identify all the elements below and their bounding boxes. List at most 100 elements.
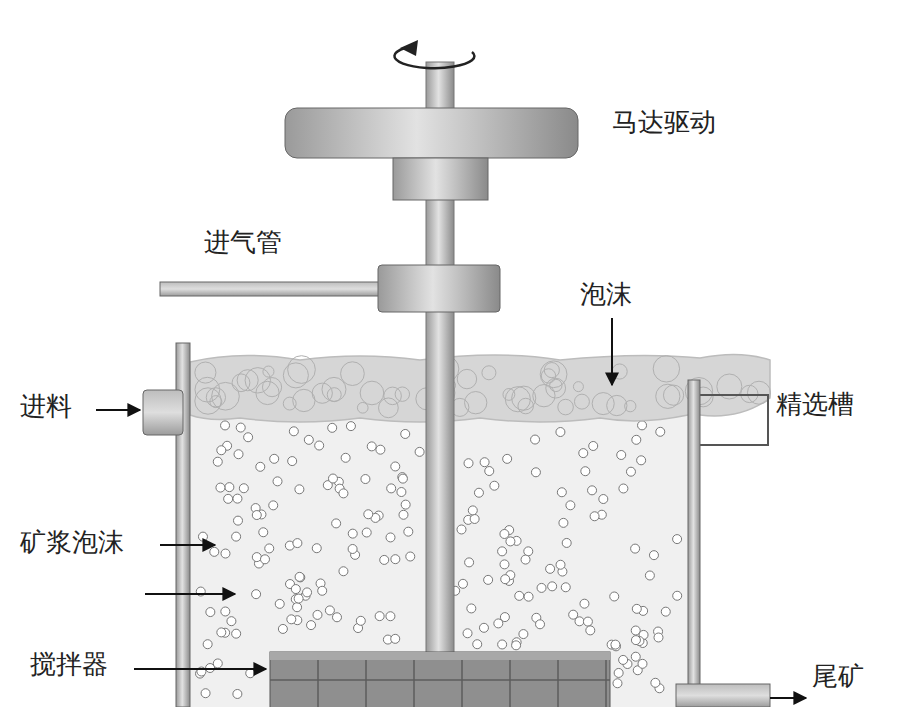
tailings-pipe [676,684,770,707]
bubble [376,445,385,454]
impeller-label: 搅拌器 [30,650,108,679]
bubble [637,456,646,465]
bubble [524,592,533,601]
bubble [467,604,476,613]
motor-disc [285,108,578,158]
froth-bubble [540,361,567,388]
bubble [313,610,322,619]
impeller-top [270,652,610,660]
bubble [548,582,557,591]
froth-bubble [505,387,530,412]
bubble [291,585,300,594]
tailings-label: 尾矿 [812,662,864,691]
bubble [531,435,540,444]
bubble [252,553,261,562]
bubble [339,567,348,576]
bubble [501,575,510,584]
bubble [362,528,371,537]
bubble [617,450,626,459]
bubble [401,429,410,438]
bubble [217,446,226,455]
pulp-froth-label: 矿浆泡沫 [20,528,124,557]
bubble [531,468,540,477]
bubble [233,516,242,525]
bubble [562,538,571,547]
bubble [626,467,635,476]
bubble [312,544,321,553]
bubble [581,467,590,476]
bubble [332,519,341,528]
froth-bubble [573,382,583,392]
froth-bubble [357,402,368,413]
bubble [315,441,324,450]
froth-bubble [395,387,409,401]
froth-bubble [283,363,308,388]
bubble [198,532,207,541]
bubble [260,555,269,564]
bubble [380,555,389,564]
froth-bubbles [195,356,771,418]
bubble [210,547,219,556]
bubble [468,506,477,515]
bubble [234,450,243,459]
froth-bubble [625,400,636,411]
bubble [287,615,296,624]
bubble [524,547,533,556]
bubble [406,552,415,561]
bubble [332,613,341,622]
bubble [586,626,595,635]
bubble [216,483,225,492]
froth-bubble [558,399,574,415]
froth-bubble [283,397,296,410]
bubble [367,442,376,451]
bubble [307,621,316,630]
bubble [580,599,589,608]
bubble [464,459,473,468]
bubble [232,629,241,638]
bubble [356,616,365,625]
bubble [575,617,584,626]
bubble [252,511,261,520]
motor-label: 马达驱动 [612,108,716,137]
bubble [490,481,499,490]
bubble [399,510,408,519]
bubble [512,641,521,650]
bubble [391,555,400,564]
froth-bubble [288,356,316,384]
motor-hub [393,158,488,200]
froth-bubble [327,388,341,402]
bubble [398,474,407,483]
froth-bubble [360,381,384,405]
bubble [227,617,236,626]
bubble [589,441,598,450]
bubble [391,462,400,471]
bubble [631,544,640,553]
froth-bubble [322,377,346,401]
bubble [270,454,279,463]
bubble [614,668,623,677]
bubble [256,462,265,471]
bubble [348,529,357,538]
bubble [225,483,234,492]
bubble [278,624,287,633]
bubble [386,612,395,621]
bubble [546,564,555,573]
froth-bubble [212,382,240,410]
bubble [556,560,565,569]
froth-bubble [741,385,758,402]
bubble [239,484,248,493]
bubble [559,518,568,527]
bubble [557,488,566,497]
froth-bubble [482,366,496,380]
bubble [465,558,474,567]
impeller-grid [270,652,610,707]
bubble [217,628,226,637]
bubble [265,544,274,553]
bubble [651,678,660,687]
bubble [397,488,406,497]
bubble [244,433,253,442]
bubble [233,689,242,698]
bubble [485,467,494,476]
feed-pipe [143,390,183,435]
